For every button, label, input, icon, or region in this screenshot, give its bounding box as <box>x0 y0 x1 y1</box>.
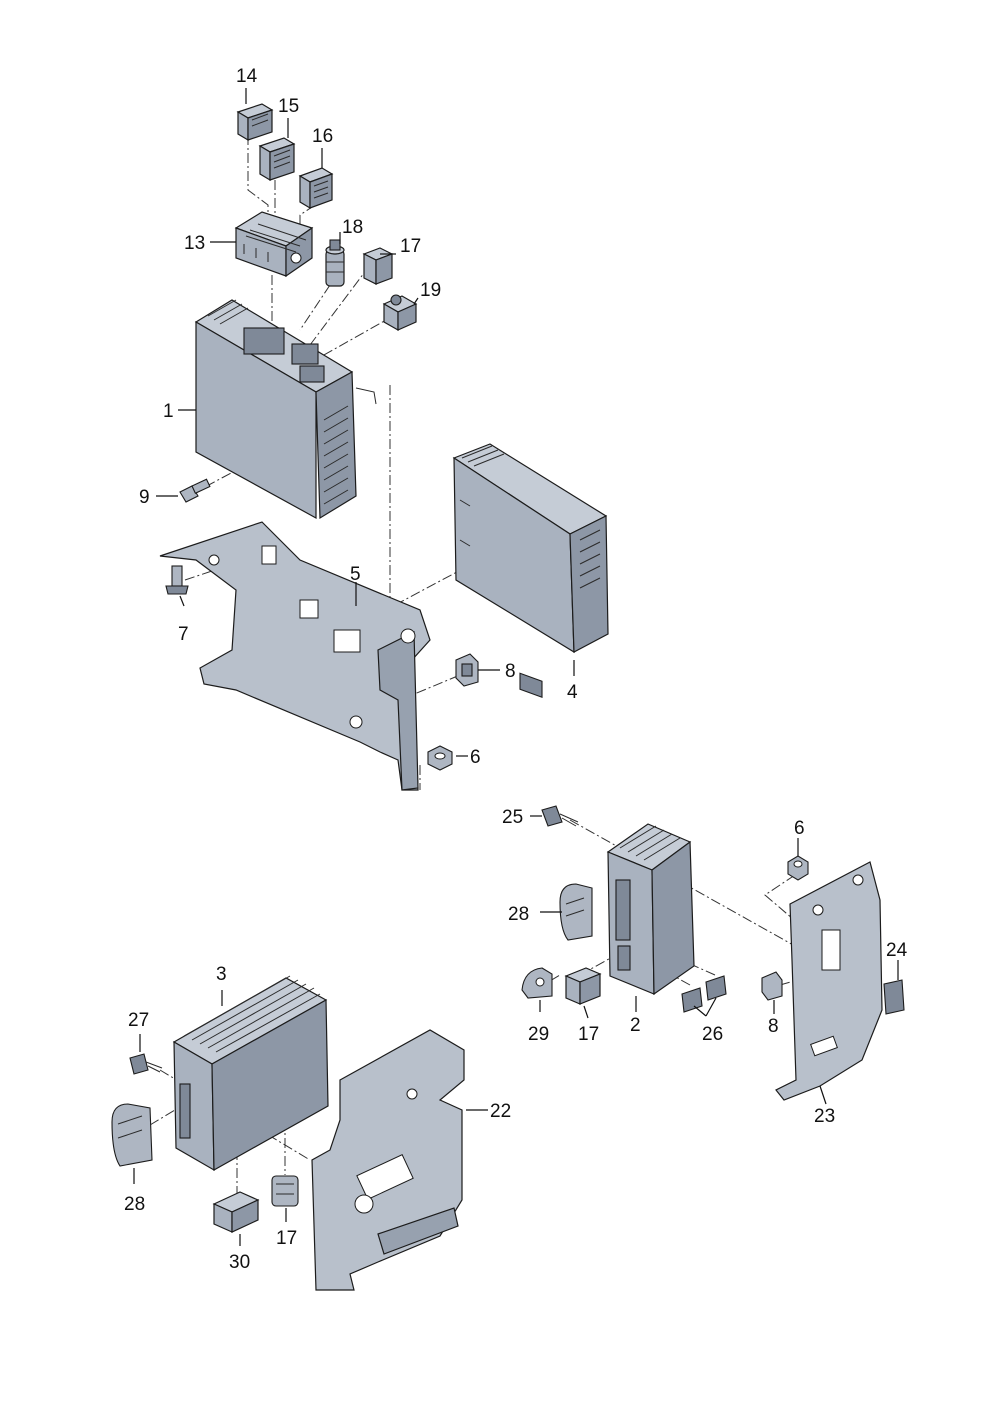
bolt-25 <box>541 805 579 827</box>
callout-6-right: 6 <box>794 818 805 839</box>
nut-6-top <box>427 745 453 771</box>
amplifier-3 <box>172 975 329 1172</box>
callout-3: 3 <box>216 964 227 985</box>
callout-8-top: 8 <box>505 661 516 682</box>
callout-27: 27 <box>128 1010 149 1031</box>
connector-17-right <box>564 967 602 1005</box>
callout-9: 9 <box>139 487 150 508</box>
callout-5: 5 <box>350 564 361 585</box>
vent-grille-1 <box>323 405 349 505</box>
callout-14: 14 <box>236 66 258 87</box>
bolt-9 <box>179 478 211 503</box>
callout-18: 18 <box>342 217 363 238</box>
pad-24 <box>883 979 905 1015</box>
connector-29 <box>521 967 553 999</box>
callout-7: 7 <box>178 624 189 645</box>
callout-1: 1 <box>163 401 174 422</box>
callout-28-right: 28 <box>508 904 529 925</box>
callout-17-top: 17 <box>400 236 421 257</box>
connector-17-top <box>362 247 394 285</box>
nut-6-right <box>787 855 809 881</box>
bolt-7 <box>165 565 189 595</box>
bracket-23 <box>775 861 883 1101</box>
callout-15: 15 <box>278 96 299 117</box>
control-unit-4 <box>452 443 609 699</box>
antenna-plug-18 <box>325 239 345 287</box>
connector-housing-13 <box>234 211 314 278</box>
connector-28-left <box>111 1103 153 1167</box>
callout-23: 23 <box>814 1106 835 1127</box>
bracket-22 <box>311 1029 465 1291</box>
connector-15 <box>258 137 296 182</box>
connector-30 <box>212 1191 260 1233</box>
callout-2: 2 <box>630 1015 641 1036</box>
callout-labels: 14 15 16 13 18 17 19 1 9 5 7 8 4 6 25 6 … <box>124 66 908 1273</box>
pads-26 <box>681 975 727 1013</box>
connector-14 <box>236 103 274 142</box>
callout-13: 13 <box>184 233 205 254</box>
callout-25: 25 <box>502 807 523 828</box>
bolt-27 <box>129 1053 163 1075</box>
connector-28-right <box>559 883 593 941</box>
callout-19: 19 <box>420 280 441 301</box>
callout-26: 26 <box>702 1024 723 1045</box>
callout-24: 24 <box>886 940 908 961</box>
connector-17-bottom <box>271 1175 299 1207</box>
control-unit-1 <box>194 299 377 520</box>
callout-4: 4 <box>567 682 578 703</box>
callout-6-top: 6 <box>470 747 481 768</box>
bracket-5 <box>159 521 431 791</box>
callout-29: 29 <box>528 1024 549 1045</box>
callout-28-left: 28 <box>124 1194 145 1215</box>
callout-30: 30 <box>229 1252 250 1273</box>
callout-16: 16 <box>312 126 333 147</box>
clip-8-right <box>761 971 783 1001</box>
callout-8-right: 8 <box>768 1016 779 1037</box>
callout-17-bottom: 17 <box>276 1228 297 1249</box>
control-unit-2 <box>606 823 695 996</box>
leader-lines <box>133 88 899 1246</box>
callout-17-right: 17 <box>578 1024 599 1045</box>
callout-22: 22 <box>490 1101 511 1122</box>
clip-8-top <box>455 653 479 687</box>
connector-16 <box>298 167 334 210</box>
connector-19 <box>382 294 418 332</box>
